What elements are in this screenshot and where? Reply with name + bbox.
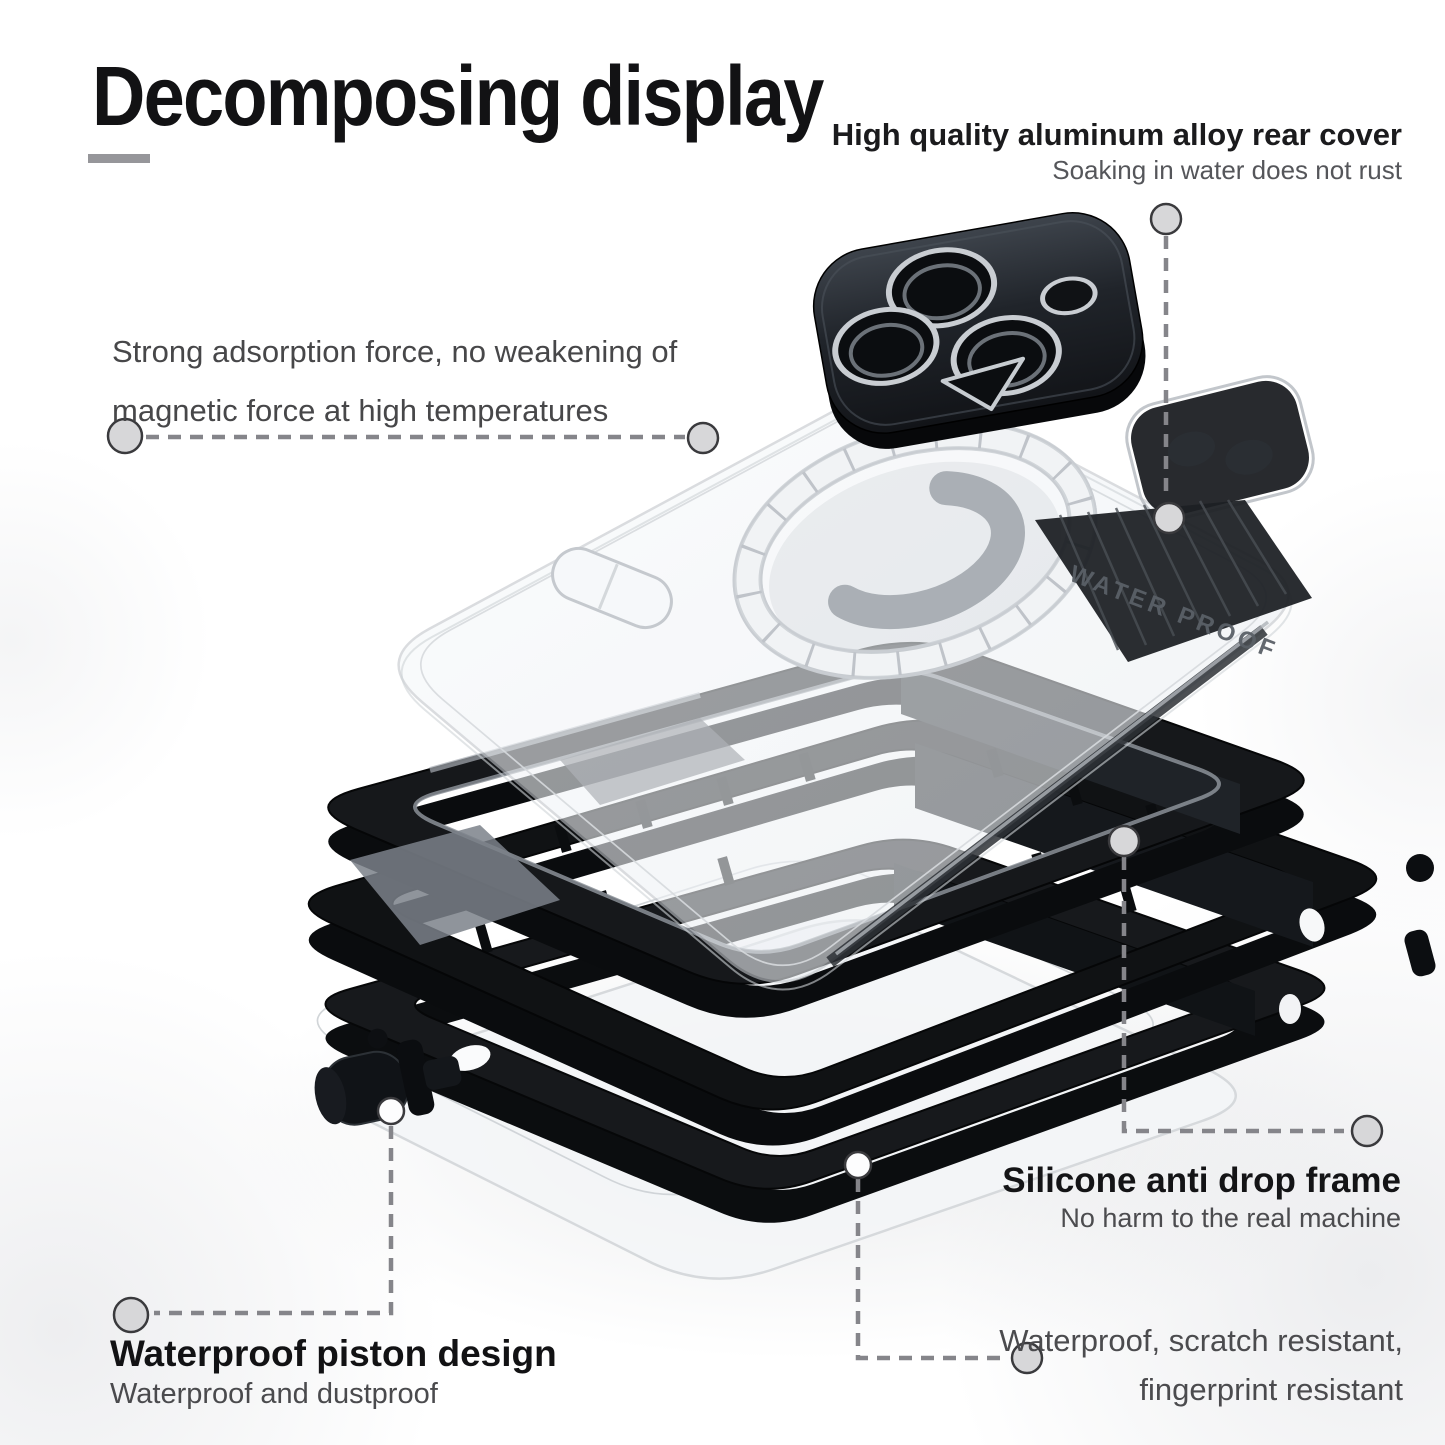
clear-back-panel-layer: WATER PROOF bbox=[397, 375, 1315, 991]
marker-magnet-start bbox=[106, 417, 144, 455]
marker-magnet-end bbox=[686, 421, 720, 455]
annotation-silicone-title: Silicone anti drop frame bbox=[1002, 1161, 1401, 1200]
annotation-rear-cover-subtitle: Soaking in water does not rust bbox=[1052, 155, 1402, 185]
marker-piston-end bbox=[376, 1096, 406, 1126]
annotation-piston: Waterproof piston design Waterproof and … bbox=[110, 1332, 557, 1412]
title-underline-bar bbox=[88, 154, 150, 163]
leader-piston bbox=[154, 1126, 394, 1316]
pill-button bbox=[551, 547, 673, 629]
annotation-coating-line1: Waterproof, scratch resistant, bbox=[999, 1323, 1403, 1358]
annotation-piston-title: Waterproof piston design bbox=[110, 1333, 557, 1374]
leader-markers bbox=[106, 202, 1384, 1375]
annotation-coating-line2: fingerprint resistant bbox=[1139, 1372, 1403, 1407]
page-title: Decomposing display bbox=[92, 49, 824, 143]
panel-camera-opening bbox=[1125, 375, 1315, 521]
annotation-rear-cover-title: High quality aluminum alloy rear cover bbox=[831, 117, 1402, 152]
leader-lines bbox=[146, 236, 1344, 1361]
magsafe-ring bbox=[732, 420, 1098, 680]
leader-silicone bbox=[1121, 857, 1344, 1134]
leader-coating bbox=[855, 1179, 1008, 1361]
annotation-magnet-line2: magnetic force at high temperatures bbox=[112, 393, 609, 428]
annotation-silicone-subtitle: No harm to the real machine bbox=[1060, 1203, 1401, 1233]
annotation-screen-coating: Waterproof, scratch resistant, fingerpri… bbox=[999, 1316, 1403, 1414]
annotation-piston-subtitle: Waterproof and dustproof bbox=[110, 1378, 438, 1410]
annotation-magnet-line1: Strong adsorption force, no weakening of bbox=[112, 334, 678, 369]
marker-coating-end bbox=[843, 1150, 873, 1180]
marker-coating-start bbox=[1010, 1341, 1044, 1375]
marker-piston-start bbox=[112, 1296, 150, 1334]
marker-rear-cover-start bbox=[1149, 202, 1183, 236]
marker-silicone-start bbox=[1350, 1114, 1384, 1148]
annotation-silicone-frame: Silicone anti drop frame No harm to the … bbox=[1002, 1160, 1401, 1235]
camera-lens-holes bbox=[832, 247, 1098, 412]
marker-rear-cover-end bbox=[1152, 501, 1186, 535]
marker-silicone-end bbox=[1107, 824, 1141, 858]
annotation-rear-cover: High quality aluminum alloy rear cover S… bbox=[832, 116, 1402, 186]
annotation-magnet: Strong adsorption force, no weakening of… bbox=[112, 322, 677, 440]
metal-chamfer bbox=[350, 825, 560, 945]
camera-cover-plate bbox=[812, 212, 1146, 449]
